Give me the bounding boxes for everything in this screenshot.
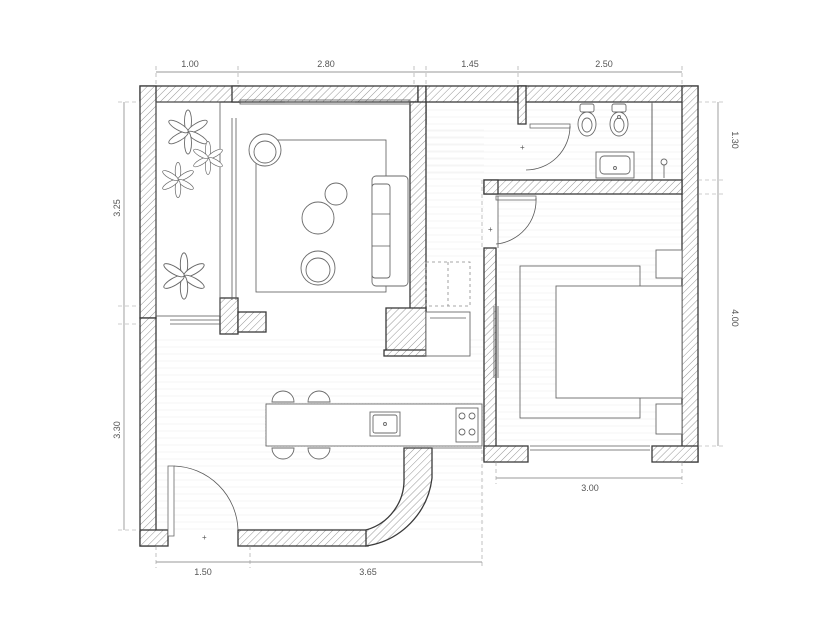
wall-curved — [365, 447, 433, 547]
wall-top-bath-b — [517, 85, 699, 103]
balcony — [155, 101, 223, 317]
svg-text:+: + — [202, 533, 207, 542]
dim-top-4: 2.50 — [595, 59, 613, 69]
wall-bath-partition-end — [483, 179, 499, 195]
wall-bottom-left — [139, 529, 169, 547]
bedroom — [519, 249, 683, 435]
dimension-labels: 1.00 2.80 1.45 2.50 3.25 3.30 1.30 4.00 … — [112, 59, 740, 577]
cooktop-icon — [455, 407, 479, 443]
nightstand-top — [655, 249, 683, 279]
wall-bedroom-bottom-left — [483, 445, 529, 463]
wall-living-pillar-left — [219, 297, 239, 335]
dim-right-1: 1.30 — [730, 131, 740, 149]
wall-left-upper — [139, 85, 157, 319]
sink-icon — [369, 411, 401, 437]
shower — [651, 104, 668, 180]
armchair — [248, 133, 282, 167]
toilet-icon — [577, 103, 597, 137]
bidet-icon — [609, 103, 629, 137]
dim-top-1: 1.00 — [181, 59, 199, 69]
dim-left-2: 3.30 — [112, 421, 122, 439]
svg-text:+: + — [488, 225, 493, 234]
dim-bottom-1: 1.50 — [194, 567, 212, 577]
dimension-lines — [118, 66, 724, 568]
wall-bath-pillar — [517, 85, 527, 125]
dim-bottom-2: 3.65 — [359, 567, 377, 577]
plant-icon — [193, 141, 223, 175]
nightstand-bottom — [655, 403, 683, 435]
wall-bottom-main — [237, 529, 369, 547]
wall-living-corner — [385, 307, 427, 355]
wall-right — [681, 85, 699, 463]
closet — [425, 261, 471, 357]
door-bedroom — [495, 195, 537, 201]
bed — [555, 285, 683, 399]
plant-icon — [168, 109, 208, 155]
wall-top-livingroom — [231, 85, 419, 103]
wall-top-bath-a — [425, 85, 527, 103]
sink-icon — [595, 151, 635, 179]
lounge-chair — [300, 250, 336, 286]
markers: + + + — [202, 143, 525, 542]
coffee-tables — [301, 182, 348, 235]
dim-top-3: 1.45 — [461, 59, 479, 69]
wall-left-lower — [139, 317, 157, 547]
dim-bottom-3: 3.00 — [581, 483, 599, 493]
entry-doors — [495, 123, 571, 248]
entrance-door — [167, 465, 239, 537]
door-bath — [529, 123, 571, 129]
wall-bedroom-bottom-right — [651, 445, 699, 463]
plant-icon — [162, 162, 194, 198]
bar-stools — [271, 390, 331, 460]
plant-icon — [163, 252, 205, 300]
fridge — [425, 311, 471, 357]
wall-bath-partition — [483, 179, 683, 195]
wall-living-right — [409, 101, 427, 313]
wall-living-pillar-stub — [237, 311, 267, 333]
dim-left-1: 3.25 — [112, 199, 122, 217]
kitchen — [265, 390, 483, 460]
sofa — [371, 175, 409, 287]
dim-top-2: 2.80 — [317, 59, 335, 69]
wall-corridor-bottom — [383, 349, 427, 357]
svg-text:+: + — [520, 143, 525, 152]
bathroom — [577, 103, 668, 180]
dim-right-2: 4.00 — [730, 309, 740, 327]
living-room — [248, 133, 409, 293]
walls — [139, 85, 699, 547]
